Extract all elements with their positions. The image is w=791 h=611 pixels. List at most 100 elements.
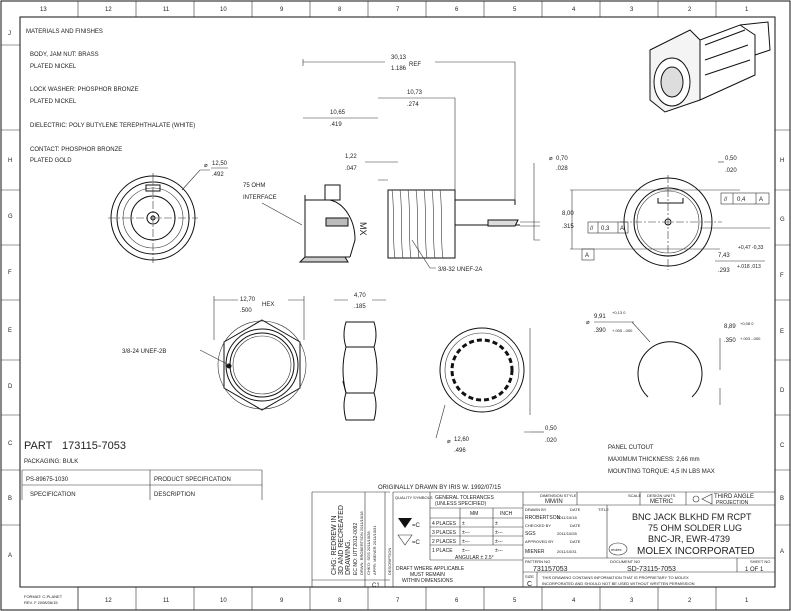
svg-text:7,43: 7,43 <box>718 253 730 259</box>
svg-text:LOCK WASHER: PHOSPHOR BRONZE: LOCK WASHER: PHOSPHOR BRONZE <box>30 87 138 93</box>
svg-text:DIMENSION STYLE: DIMENSION STYLE <box>540 493 577 498</box>
panel-cutout-dims: 9,91+0,13 0 ⌀ .390+.005 -.000 8,89+0,08 … <box>586 310 761 344</box>
svg-text:1 PLACE: 1 PLACE <box>432 548 453 554</box>
svg-text:PRODUCT SPECIFICATION: PRODUCT SPECIFICATION <box>154 477 231 483</box>
end-view <box>570 175 770 270</box>
svg-text:5: 5 <box>513 598 517 604</box>
svg-text:H: H <box>8 158 12 164</box>
svg-text:SGS: SGS <box>525 531 536 537</box>
svg-text:GENERAL TOLERANCES: GENERAL TOLERANCES <box>435 495 494 501</box>
dim-dia-12-50: ⌀12,50.492 <box>204 161 228 178</box>
svg-text:DRAWING.: DRAWING. <box>345 539 352 575</box>
molex-logo: molex <box>608 542 628 556</box>
svg-text:⌀: ⌀ <box>447 439 451 445</box>
format-info: FORMAT: C-PLANET REV. F 2008/06/15 <box>20 586 79 610</box>
svg-text:⌀: ⌀ <box>204 163 208 169</box>
drawing-title-2: 75 OHM SOLDER LUG <box>648 523 742 533</box>
svg-text:J: J <box>8 31 11 37</box>
svg-text:MUST REMAIN: MUST REMAIN <box>410 572 445 578</box>
svg-text:molex: molex <box>611 547 622 552</box>
svg-text:4: 4 <box>572 7 576 13</box>
svg-text:EC NO: UTT2012-0092: EC NO: UTT2012-0092 <box>353 523 359 575</box>
svg-text:DESCRIPTION: DESCRIPTION <box>387 548 392 575</box>
svg-text:731157053: 731157053 <box>533 566 568 573</box>
svg-text:PACKAGING: BULK: PACKAGING: BULK <box>24 459 78 465</box>
svg-text:9: 9 <box>280 598 284 604</box>
svg-text:DESIGN UNITS: DESIGN UNITS <box>647 493 676 498</box>
side-view-labels: 75 OHM INTERFACE MX 3/8-32 UNEF-2A <box>243 183 482 273</box>
svg-text:10: 10 <box>220 7 227 13</box>
svg-text:13: 13 <box>40 7 47 13</box>
svg-text:3/8-32 UNEF-2A: 3/8-32 UNEF-2A <box>438 267 482 273</box>
svg-text:12,70: 12,70 <box>240 297 256 303</box>
svg-text:CHECKED BY: CHECKED BY <box>525 523 551 528</box>
svg-text:10,65: 10,65 <box>330 110 346 116</box>
svg-text:3 PLACES: 3 PLACES <box>432 530 457 536</box>
svg-text:INCORPORATED AND SHOULD NOT BE: INCORPORATED AND SHOULD NOT BE USED WITH… <box>542 581 695 586</box>
svg-text:DOCUMENT NO: DOCUMENT NO <box>610 559 640 564</box>
svg-text:D: D <box>8 384 13 390</box>
svg-text:MATERIALS AND FINISHES: MATERIALS AND FINISHES <box>26 29 103 35</box>
svg-text:5: 5 <box>513 7 517 13</box>
front-view <box>108 169 210 263</box>
svg-text:8,89: 8,89 <box>724 324 736 330</box>
svg-text:MM/IN: MM/IN <box>545 499 563 505</box>
svg-text:PLATED NICKEL: PLATED NICKEL <box>30 64 77 70</box>
svg-text:.315: .315 <box>562 224 574 230</box>
svg-text:=C: =C <box>412 540 421 546</box>
svg-text:2 PLACES: 2 PLACES <box>432 539 457 545</box>
side-view <box>298 184 540 263</box>
svg-text:THIRD ANGLE: THIRD ANGLE <box>714 494 754 500</box>
svg-text:PANEL CUTOUT: PANEL CUTOUT <box>608 445 654 451</box>
svg-text:.020: .020 <box>545 438 557 444</box>
panel-notes: PANEL CUTOUT MAXIMUM THICKNESS: 2,66 mm … <box>608 445 715 475</box>
svg-text:A: A <box>8 553 12 559</box>
svg-text:0,50: 0,50 <box>725 156 737 162</box>
svg-text:PS-89675-1030: PS-89675-1030 <box>26 477 69 483</box>
svg-text:METRIC: METRIC <box>650 499 674 505</box>
svg-text:±---: ±--- <box>495 548 503 554</box>
svg-text:6: 6 <box>455 598 459 604</box>
svg-text:E: E <box>8 328 12 334</box>
svg-text:MOUNTING TORQUE: 4,5 IN LBS MA: MOUNTING TORQUE: 4,5 IN LBS MAX <box>608 469 715 475</box>
svg-text:2011/10/18: 2011/10/18 <box>557 515 577 520</box>
svg-text:3: 3 <box>630 7 634 13</box>
svg-text:DRAFT WHERE APPLICABLE: DRAFT WHERE APPLICABLE <box>396 566 465 572</box>
svg-text:A: A <box>780 549 784 555</box>
revision-block: CHG: REDREW IN 3D AND RECREATED DRAWING.… <box>311 491 392 589</box>
svg-text:.350: .350 <box>724 338 736 344</box>
svg-text:8,00: 8,00 <box>562 211 574 217</box>
svg-text:MM: MM <box>470 511 478 517</box>
svg-text:F: F <box>780 273 784 279</box>
svg-text:MX: MX <box>358 222 368 236</box>
svg-text:8: 8 <box>338 598 342 604</box>
svg-text:±: ± <box>495 521 498 527</box>
svg-text:+0,47 -0,33: +0,47 -0,33 <box>738 245 764 251</box>
svg-text:±---: ±--- <box>495 530 503 536</box>
drawing-title-3: BNC-JR, EWR-4739 <box>648 534 730 544</box>
svg-text:30,13: 30,13 <box>391 55 407 61</box>
svg-text:12,60: 12,60 <box>454 437 470 443</box>
svg-text:8: 8 <box>338 7 342 13</box>
part-number: PART 173115-7053 PACKAGING: BULK <box>24 440 126 465</box>
svg-text:±---: ±--- <box>495 539 503 545</box>
svg-text:E: E <box>780 329 784 335</box>
svg-text:2011/10/31: 2011/10/31 <box>557 549 577 554</box>
svg-text:INTERFACE: INTERFACE <box>243 195 277 201</box>
svg-text:DRAWN BY: DRAWN BY <box>525 507 547 512</box>
svg-text:C1: C1 <box>372 583 380 589</box>
svg-text:FORMAT: C-PLANET: FORMAT: C-PLANET <box>24 594 63 599</box>
svg-text:WITHIN DIMENSIONS: WITHIN DIMENSIONS <box>402 578 453 584</box>
svg-text:1,22: 1,22 <box>345 154 357 160</box>
svg-text:QUALITY SYMBOLS: QUALITY SYMBOLS <box>395 495 433 500</box>
svg-text:BODY, JAM NUT: BRASS: BODY, JAM NUT: BRASS <box>30 52 99 58</box>
svg-text:.492: .492 <box>212 172 224 178</box>
svg-text:A: A <box>759 197 763 203</box>
svg-text:DESCRIPTION: DESCRIPTION <box>154 492 195 498</box>
